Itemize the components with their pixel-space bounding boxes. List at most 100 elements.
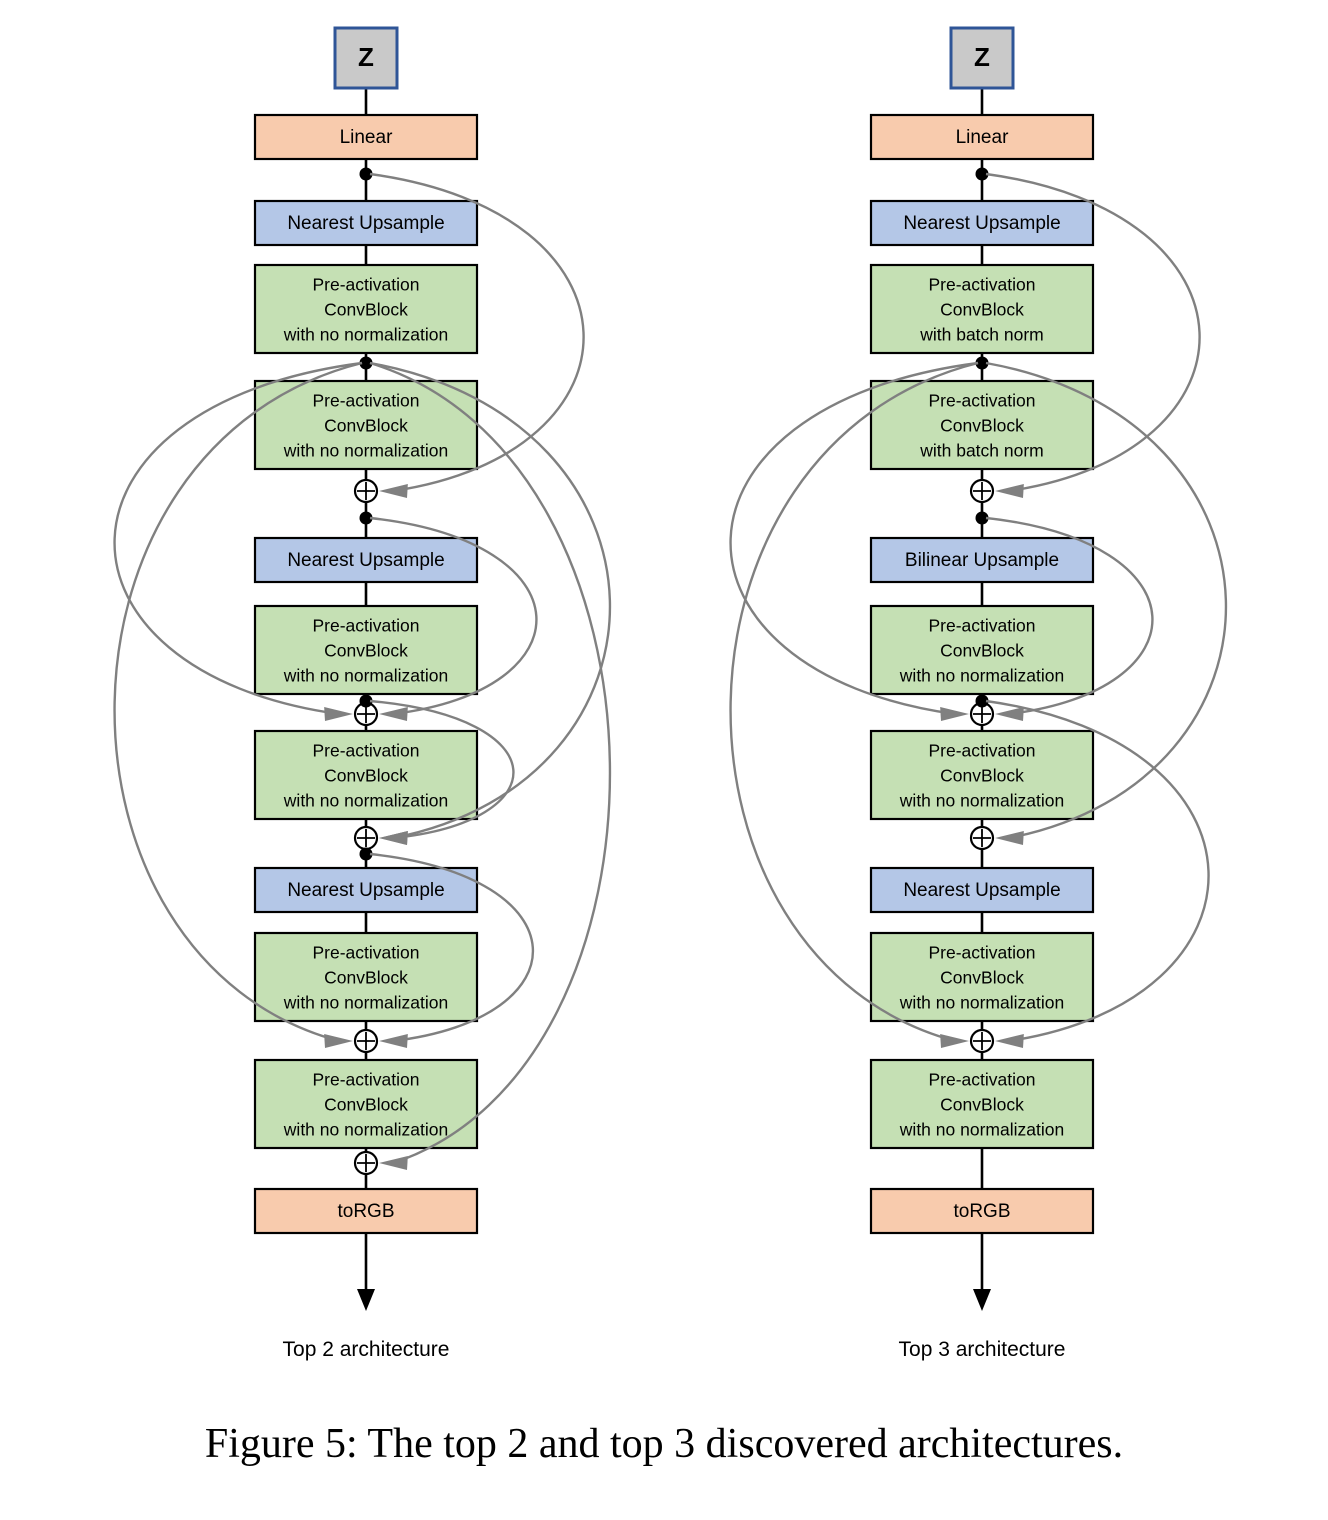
- block-label-cb5-line3: with no normalization: [899, 993, 1064, 1013]
- block-label-cb6-line1: Pre-activation: [313, 1070, 420, 1090]
- tap-dot-after-cb2: [359, 511, 373, 525]
- block-label-cb3-line2: ConvBlock: [940, 641, 1024, 661]
- skip-arrowhead-3: [379, 1156, 408, 1170]
- block-upsample-up3: [869, 866, 1095, 914]
- block-upsample-up2: [869, 536, 1095, 584]
- skip-arrowhead-4: [379, 707, 408, 721]
- skip-arrowhead-4: [995, 1034, 1024, 1048]
- skip-connection-3: [369, 361, 612, 1165]
- block-linear-lin: [253, 113, 479, 161]
- skip-arrowhead-3: [995, 707, 1024, 721]
- block-label-up3: Nearest Upsample: [903, 880, 1060, 901]
- block-convblock-cb3: [869, 604, 1095, 696]
- block-latent-z: [333, 26, 399, 90]
- skip-arrowhead-2: [995, 831, 1024, 845]
- tap-dot-after-cb3: [975, 694, 989, 708]
- block-label-cb4-line1: Pre-activation: [929, 741, 1036, 761]
- skip-connection-6: [729, 361, 979, 1043]
- block-label-cb6-line2: ConvBlock: [940, 1095, 1024, 1115]
- block-convblock-cb1: [869, 263, 1095, 355]
- skip-connection-3: [985, 516, 1154, 716]
- block-label-cb2-line1: Pre-activation: [929, 391, 1036, 411]
- adder-after-cb6: [353, 1150, 379, 1176]
- tap-dot-after-cb3: [359, 694, 373, 708]
- block-label-latent-z: Z: [358, 42, 374, 72]
- block-label-up1: Nearest Upsample: [287, 213, 444, 234]
- block-label-cb4-line2: ConvBlock: [324, 766, 408, 786]
- block-label-cb5-line3: with no normalization: [283, 993, 448, 1013]
- skip-connection-5: [369, 699, 515, 840]
- block-linear-lin: [869, 113, 1095, 161]
- block-label-cb2-line3: with batch norm: [919, 441, 1044, 461]
- block-label-cb4-line3: with no normalization: [283, 791, 448, 811]
- block-label-torgb: toRGB: [953, 1201, 1010, 1222]
- skip-arrowhead-8: [324, 1034, 353, 1048]
- tap-dot-after-cb4: [359, 847, 373, 861]
- adder-after-cb4: [353, 825, 379, 851]
- block-torgb: [253, 1187, 479, 1235]
- block-label-cb5-line2: ConvBlock: [940, 968, 1024, 988]
- block-label-cb3-line3: with no normalization: [283, 666, 448, 686]
- block-upsample-up1: [253, 199, 479, 247]
- skip-arrowhead-5: [379, 831, 408, 845]
- skip-connection-6: [369, 852, 535, 1043]
- skip-connection-1: [369, 172, 585, 493]
- block-label-cb6-line2: ConvBlock: [324, 1095, 408, 1115]
- block-label-up2: Nearest Upsample: [287, 550, 444, 571]
- block-label-cb4-line1: Pre-activation: [313, 741, 420, 761]
- block-label-latent-z: Z: [974, 42, 990, 72]
- block-latent-z: [949, 26, 1015, 90]
- block-convblock-cb6: [253, 1058, 479, 1150]
- block-convblock-cb6: [869, 1058, 1095, 1150]
- skip-connection-4: [369, 516, 538, 716]
- skip-connection-8: [113, 361, 363, 1043]
- figure-caption: Figure 5: The top 2 and top 3 discovered…: [204, 1421, 1124, 1467]
- block-label-cb1-line3: with batch norm: [919, 325, 1044, 345]
- block-label-cb2-line3: with no normalization: [283, 441, 448, 461]
- adder-after-cb2: [969, 478, 995, 504]
- block-label-cb4-line2: ConvBlock: [940, 766, 1024, 786]
- block-label-cb3-line1: Pre-activation: [929, 616, 1036, 636]
- adder-after-cb5: [353, 1028, 379, 1054]
- block-label-torgb: toRGB: [337, 1201, 394, 1222]
- block-label-cb5-line2: ConvBlock: [324, 968, 408, 988]
- block-label-cb1-line2: ConvBlock: [940, 300, 1024, 320]
- tap-dot-after-cb1: [359, 356, 373, 370]
- skip-connection-2: [369, 361, 612, 840]
- block-label-cb3-line2: ConvBlock: [324, 641, 408, 661]
- architecture-title-top2: Top 2 architecture: [283, 1338, 450, 1361]
- block-label-cb3-line1: Pre-activation: [313, 616, 420, 636]
- adder-after-cb2: [353, 478, 379, 504]
- skip-connection-5: [729, 361, 979, 716]
- output-arrowhead: [357, 1289, 375, 1311]
- block-convblock-cb4: [869, 729, 1095, 821]
- block-label-cb2-line2: ConvBlock: [324, 416, 408, 436]
- block-upsample-up3: [253, 866, 479, 914]
- block-convblock-cb5: [869, 931, 1095, 1023]
- block-convblock-cb2: [869, 379, 1095, 471]
- skip-arrowhead-1: [995, 484, 1024, 498]
- block-label-cb6-line1: Pre-activation: [929, 1070, 1036, 1090]
- block-label-cb2-line2: ConvBlock: [940, 416, 1024, 436]
- tap-dot-after-cb1: [975, 356, 989, 370]
- skip-arrowhead-7: [324, 707, 353, 721]
- tap-dot-after-linear: [975, 167, 989, 181]
- adder-after-cb5: [969, 1028, 995, 1054]
- block-label-cb1-line2: ConvBlock: [324, 300, 408, 320]
- block-label-lin: Linear: [956, 127, 1009, 148]
- skip-connection-4: [985, 699, 1210, 1043]
- block-label-up1: Nearest Upsample: [903, 213, 1060, 234]
- block-label-cb2-line1: Pre-activation: [313, 391, 420, 411]
- block-label-up3: Nearest Upsample: [287, 880, 444, 901]
- block-label-cb1-line1: Pre-activation: [313, 275, 420, 295]
- skip-connection-2: [985, 361, 1228, 840]
- output-arrowhead: [973, 1289, 991, 1311]
- skip-arrowhead-1: [379, 484, 408, 498]
- block-upsample-up1: [869, 199, 1095, 247]
- block-label-lin: Linear: [340, 127, 393, 148]
- block-label-cb5-line1: Pre-activation: [929, 943, 1036, 963]
